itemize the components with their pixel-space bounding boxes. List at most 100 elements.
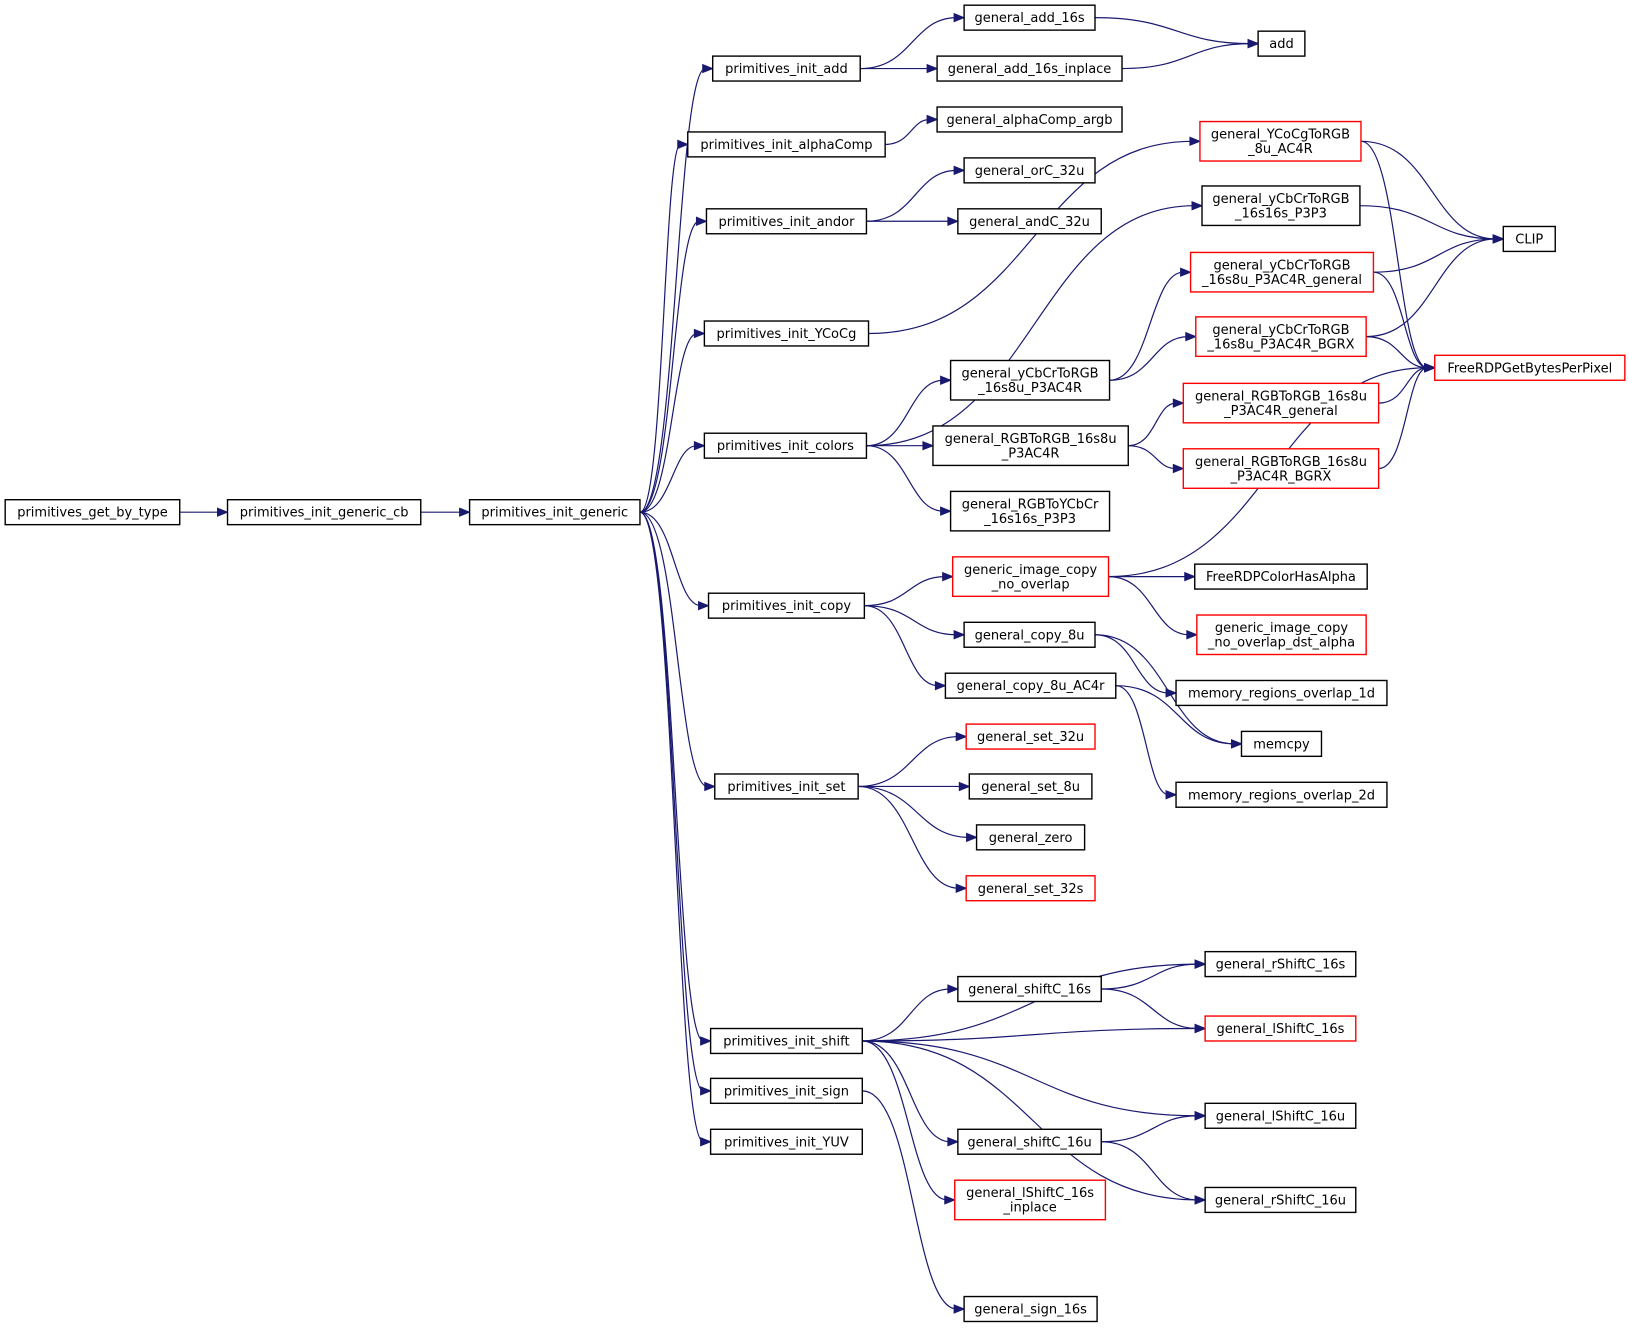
node-box[interactable] xyxy=(975,824,1086,851)
node-box[interactable] xyxy=(1196,614,1367,656)
node-box[interactable] xyxy=(1204,1102,1357,1129)
node-memory_regions_overlap_2d[interactable]: memory_regions_overlap_2d xyxy=(1175,781,1388,808)
node-box[interactable] xyxy=(1502,225,1556,253)
node-box[interactable] xyxy=(1182,382,1380,424)
node-box[interactable] xyxy=(1204,1186,1357,1214)
node-general_yCbCrToRGB_16s8u_P3AC4R[interactable]: general_yCbCrToRGB_16s8u_P3AC4R xyxy=(949,359,1111,401)
node-box[interactable] xyxy=(1434,354,1626,381)
node-primitives_init_generic_cb[interactable]: primitives_init_generic_cb xyxy=(226,499,422,526)
node-box[interactable] xyxy=(468,499,641,526)
node-general_copy_8u_AC4r[interactable]: general_copy_8u_AC4r xyxy=(944,672,1117,699)
node-general_yCbCrToRGB_16s8u_P3AC4R_general[interactable]: general_yCbCrToRGB_16s8u_P3AC4R_general xyxy=(1189,251,1375,293)
node-general_sign_16s[interactable]: general_sign_16s xyxy=(963,1295,1098,1323)
node-box[interactable] xyxy=(1240,730,1323,758)
node-memory_regions_overlap_1d[interactable]: memory_regions_overlap_1d xyxy=(1175,679,1388,707)
node-FreeRDPColorHasAlpha[interactable]: FreeRDPColorHasAlpha xyxy=(1194,563,1368,590)
node-primitives_init_YUV[interactable]: primitives_init_YUV xyxy=(709,1128,863,1155)
node-box[interactable] xyxy=(949,359,1111,401)
node-general_rShiftC_16u[interactable]: general_rShiftC_16u xyxy=(1204,1186,1357,1214)
node-primitives_init_copy[interactable]: primitives_init_copy xyxy=(707,592,866,619)
node-primitives_init_shift[interactable]: primitives_init_shift xyxy=(709,1027,863,1055)
node-general_yCbCrToRGB_16s8u_P3AC4R_BGRX[interactable]: general_yCbCrToRGB_16s8u_P3AC4R_BGRX xyxy=(1195,316,1367,358)
node-general_orC_32u[interactable]: general_orC_32u xyxy=(963,157,1096,184)
node-general_add_16s[interactable]: general_add_16s xyxy=(963,4,1096,31)
node-box[interactable] xyxy=(951,556,1110,598)
node-box[interactable] xyxy=(957,975,1102,1003)
node-primitives_init_set[interactable]: primitives_init_set xyxy=(714,773,859,800)
node-general_rShiftC_16s[interactable]: general_rShiftC_16s xyxy=(1204,950,1357,978)
node-general_set_32u[interactable]: general_set_32u xyxy=(965,723,1096,750)
node-generic_image_copy_no_overlap_dst_alpha[interactable]: generic_image_copy_no_overlap_dst_alpha xyxy=(1196,614,1367,656)
node-box[interactable] xyxy=(1189,251,1375,293)
node-box[interactable] xyxy=(707,592,866,619)
node-general_yCbCrToRGB_16s16s_P3P3[interactable]: general_yCbCrToRGB_16s16s_P3P3 xyxy=(1201,185,1361,227)
node-box[interactable] xyxy=(949,490,1111,532)
node-general_RGBToRGB_16s8u_P3AC4R_general[interactable]: general_RGBToRGB_16s8u_P3AC4R_general xyxy=(1182,382,1380,424)
node-box[interactable] xyxy=(957,1128,1102,1155)
node-box[interactable] xyxy=(714,773,859,800)
node-memcpy[interactable]: memcpy xyxy=(1240,730,1323,758)
node-box[interactable] xyxy=(944,672,1117,699)
node-primitives_init_colors[interactable]: primitives_init_colors xyxy=(703,432,868,459)
node-CLIP[interactable]: CLIP xyxy=(1502,225,1556,253)
node-general_alphaComp_argb[interactable]: general_alphaComp_argb xyxy=(936,106,1123,133)
node-general_set_8u[interactable]: general_set_8u xyxy=(968,773,1093,800)
node-general_YCoCgToRGB_8u_AC4R[interactable]: general_YCoCgToRGB_8u_AC4R xyxy=(1199,120,1362,162)
node-box[interactable] xyxy=(4,499,181,526)
node-primitives_init_sign[interactable]: primitives_init_sign xyxy=(709,1077,863,1105)
node-generic_image_copy_no_overlap[interactable]: generic_image_copy_no_overlap xyxy=(951,556,1110,598)
node-box[interactable] xyxy=(954,1179,1107,1221)
node-general_lShiftC_16s[interactable]: general_lShiftC_16s xyxy=(1204,1015,1357,1042)
node-general_copy_8u[interactable]: general_copy_8u xyxy=(963,621,1096,648)
node-box[interactable] xyxy=(1204,950,1357,978)
node-box[interactable] xyxy=(932,425,1129,467)
node-box[interactable] xyxy=(936,106,1123,133)
node-general_shiftC_16s[interactable]: general_shiftC_16s xyxy=(957,975,1102,1003)
node-primitives_get_by_type[interactable]: primitives_get_by_type xyxy=(4,499,181,526)
node-box[interactable] xyxy=(703,432,868,459)
node-box[interactable] xyxy=(709,1077,863,1105)
node-FreeRDPGetBytesPerPixel[interactable]: FreeRDPGetBytesPerPixel xyxy=(1434,354,1626,381)
node-primitives_init_andor[interactable]: primitives_init_andor xyxy=(705,208,868,235)
node-general_add_16s_inplace[interactable]: general_add_16s_inplace xyxy=(936,55,1123,82)
node-general_lShiftC_16u[interactable]: general_lShiftC_16u xyxy=(1204,1102,1357,1129)
node-primitives_init_add[interactable]: primitives_init_add xyxy=(711,55,861,82)
node-box[interactable] xyxy=(226,499,422,526)
node-box[interactable] xyxy=(963,621,1096,648)
node-box[interactable] xyxy=(1195,316,1367,358)
node-box[interactable] xyxy=(709,1027,863,1055)
node-primitives_init_YCoCg[interactable]: primitives_init_YCoCg xyxy=(703,320,870,347)
node-box[interactable] xyxy=(705,208,868,235)
node-general_RGBToRGB_16s8u_P3AC4R_BGRX[interactable]: general_RGBToRGB_16s8u_P3AC4R_BGRX xyxy=(1182,448,1380,489)
node-general_lShiftC_16s_inplace[interactable]: general_lShiftC_16s_inplace xyxy=(954,1179,1107,1221)
node-box[interactable] xyxy=(1201,185,1361,227)
node-general_RGBToYCbCr_16s16s_P3P3[interactable]: general_RGBToYCbCr_16s16s_P3P3 xyxy=(949,490,1111,532)
node-box[interactable] xyxy=(957,208,1102,235)
node-box[interactable] xyxy=(968,773,1093,800)
node-general_zero[interactable]: general_zero xyxy=(975,824,1086,851)
node-general_set_32s[interactable]: general_set_32s xyxy=(965,875,1096,902)
node-add[interactable]: add xyxy=(1257,30,1306,57)
node-general_RGBToRGB_16s8u_P3AC4R[interactable]: general_RGBToRGB_16s8u_P3AC4R xyxy=(932,425,1129,467)
node-box[interactable] xyxy=(711,55,861,82)
node-box[interactable] xyxy=(709,1128,863,1155)
node-general_shiftC_16u[interactable]: general_shiftC_16u xyxy=(957,1128,1102,1155)
node-box[interactable] xyxy=(1194,563,1368,590)
node-box[interactable] xyxy=(687,131,886,158)
node-box[interactable] xyxy=(1182,448,1380,489)
node-box[interactable] xyxy=(963,4,1096,31)
node-box[interactable] xyxy=(936,55,1123,82)
node-box[interactable] xyxy=(1204,1015,1357,1042)
node-box[interactable] xyxy=(965,875,1096,902)
node-box[interactable] xyxy=(1257,30,1306,57)
node-box[interactable] xyxy=(963,157,1096,184)
node-box[interactable] xyxy=(1199,120,1362,162)
node-general_andC_32u[interactable]: general_andC_32u xyxy=(957,208,1102,235)
node-box[interactable] xyxy=(1175,679,1388,707)
node-primitives_init_generic[interactable]: primitives_init_generic xyxy=(468,499,641,526)
node-box[interactable] xyxy=(965,723,1096,750)
node-primitives_init_alphaComp[interactable]: primitives_init_alphaComp xyxy=(687,131,886,158)
node-box[interactable] xyxy=(963,1295,1098,1323)
node-box[interactable] xyxy=(1175,781,1388,808)
node-box[interactable] xyxy=(703,320,870,347)
